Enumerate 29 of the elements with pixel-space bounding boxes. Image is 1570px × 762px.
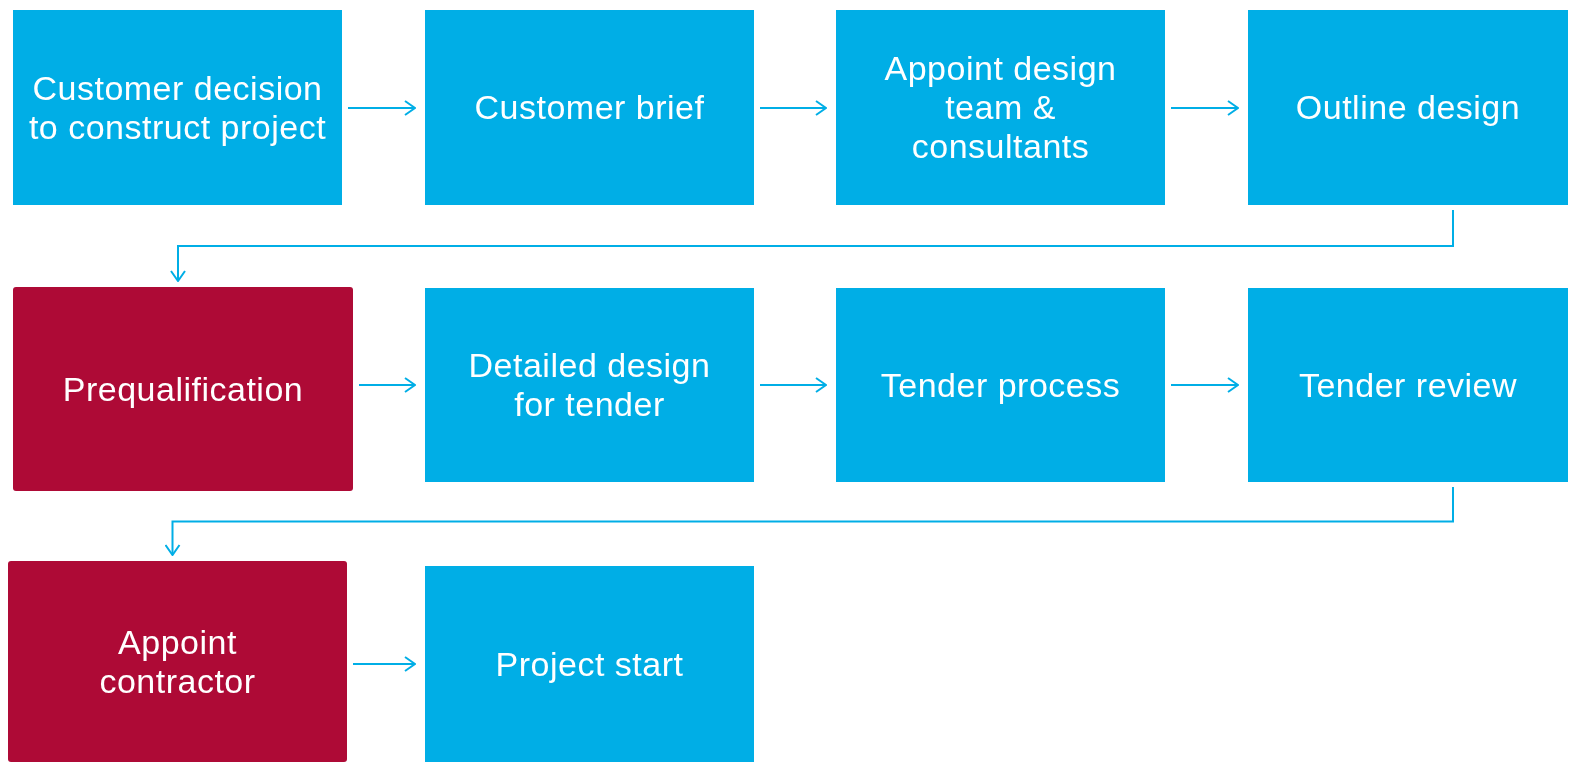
process-box <box>1248 288 1568 482</box>
process-box <box>13 287 353 491</box>
arrow <box>759 100 827 116</box>
step-label: Tender review <box>1298 365 1518 405</box>
process-box <box>13 10 342 205</box>
step-label: Customer decision to construct project <box>27 68 328 147</box>
arrow <box>352 656 416 672</box>
arrow <box>347 100 416 116</box>
process-box <box>425 10 754 205</box>
step-label: Detailed design for tender <box>467 346 712 424</box>
arrow <box>164 486 1454 556</box>
arrow <box>170 209 1454 282</box>
step-label: Project start <box>495 644 684 684</box>
step-label: Customer brief <box>474 88 705 127</box>
process-box <box>836 288 1165 482</box>
process-box <box>425 566 754 762</box>
process-box <box>8 561 347 762</box>
step-label: Outline design <box>1295 88 1521 127</box>
process-box <box>1248 10 1568 205</box>
arrow <box>358 377 416 393</box>
step-label: Appoint design team & consultants <box>883 49 1118 166</box>
arrow <box>1170 377 1239 393</box>
step-label: Tender process <box>880 365 1121 405</box>
process-box <box>425 288 754 482</box>
process-box <box>836 10 1165 205</box>
arrow <box>759 377 827 393</box>
step-label: Prequalification <box>62 369 304 409</box>
arrow <box>1170 100 1239 116</box>
step-label: Appoint contractor <box>98 622 257 701</box>
